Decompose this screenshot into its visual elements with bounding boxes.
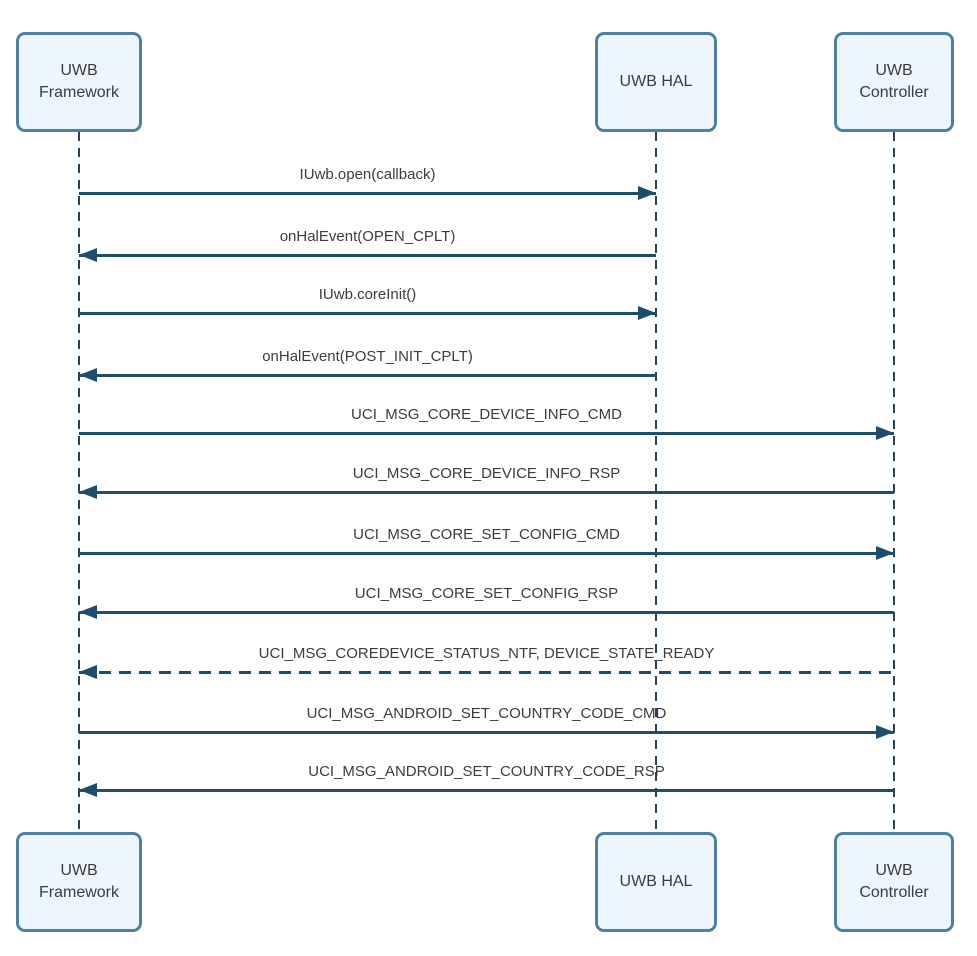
message-line — [79, 611, 894, 614]
message-line — [79, 731, 894, 734]
message-label: UCI_MSG_CORE_SET_CONFIG_CMD — [353, 526, 620, 543]
actor-box-top-uwb-framework: UWB Framework — [16, 32, 142, 132]
arrowhead — [876, 546, 894, 560]
message-label: UCI_MSG_ANDROID_SET_COUNTRY_CODE_CMD — [306, 705, 667, 722]
message-label: onHalEvent(OPEN_CPLT) — [279, 228, 456, 245]
actor-label: UWB Controller — [859, 862, 929, 901]
actor-label: UWB HAL — [619, 73, 693, 91]
arrowhead — [79, 485, 97, 499]
arrowhead — [79, 665, 97, 679]
actor-box-bottom-uwb-hal: UWB HAL — [595, 832, 717, 932]
message-label: UCI_MSG_CORE_SET_CONFIG_RSP — [354, 585, 619, 602]
message-line — [79, 552, 894, 555]
arrowhead — [79, 605, 97, 619]
actor-label: UWB Framework — [38, 862, 119, 901]
actor-label: UWB Framework — [38, 62, 119, 101]
arrowhead — [79, 248, 97, 262]
lifeline-uwb-hal — [655, 132, 657, 832]
message-label: onHalEvent(POST_INIT_CPLT) — [262, 348, 473, 365]
arrowhead — [876, 725, 894, 739]
message-label: UCI_MSG_ANDROID_SET_COUNTRY_CODE_RSP — [308, 763, 665, 780]
message-label: IUwb.open(callback) — [299, 166, 436, 183]
message-line — [79, 789, 894, 792]
message-label: UCI_MSG_CORE_DEVICE_INFO_CMD — [351, 406, 622, 423]
message-line — [79, 312, 656, 315]
arrowhead — [79, 783, 97, 797]
message-label: UCI_MSG_CORE_DEVICE_INFO_RSP — [352, 465, 621, 482]
actor-box-bottom-uwb-controller: UWB Controller — [834, 832, 954, 932]
arrowhead — [876, 426, 894, 440]
actor-label: UWB Controller — [859, 62, 929, 101]
message-line — [79, 254, 656, 257]
actor-box-top-uwb-controller: UWB Controller — [834, 32, 954, 132]
lifeline-uwb-controller — [893, 132, 895, 832]
message-line — [79, 491, 894, 494]
message-label: UCI_MSG_COREDEVICE_STATUS_NTF, DEVICE_ST… — [258, 645, 715, 662]
message-line — [79, 192, 656, 195]
message-line — [79, 432, 894, 435]
lifeline-uwb-framework — [78, 132, 80, 832]
arrowhead — [638, 306, 656, 320]
actor-box-top-uwb-hal: UWB HAL — [595, 32, 717, 132]
actor-label: UWB HAL — [619, 873, 693, 891]
message-line — [79, 374, 656, 377]
message-label: IUwb.coreInit() — [318, 286, 417, 303]
message-line — [79, 671, 894, 674]
arrowhead — [638, 186, 656, 200]
actor-box-bottom-uwb-framework: UWB Framework — [16, 832, 142, 932]
arrowhead — [79, 368, 97, 382]
